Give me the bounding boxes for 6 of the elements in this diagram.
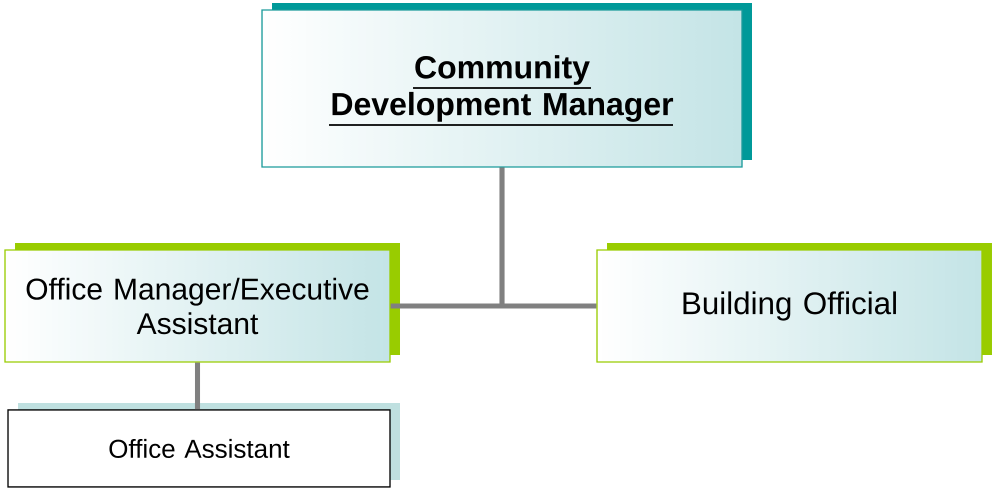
org-box: Office Manager/Executive Assistant (4, 242, 400, 363)
org-box: Building Official (596, 242, 992, 363)
connector-line (194, 362, 200, 410)
org-box: Community Development Manager (261, 3, 752, 168)
org-box: Office Assistant (7, 402, 400, 488)
connector-line (499, 168, 596, 309)
